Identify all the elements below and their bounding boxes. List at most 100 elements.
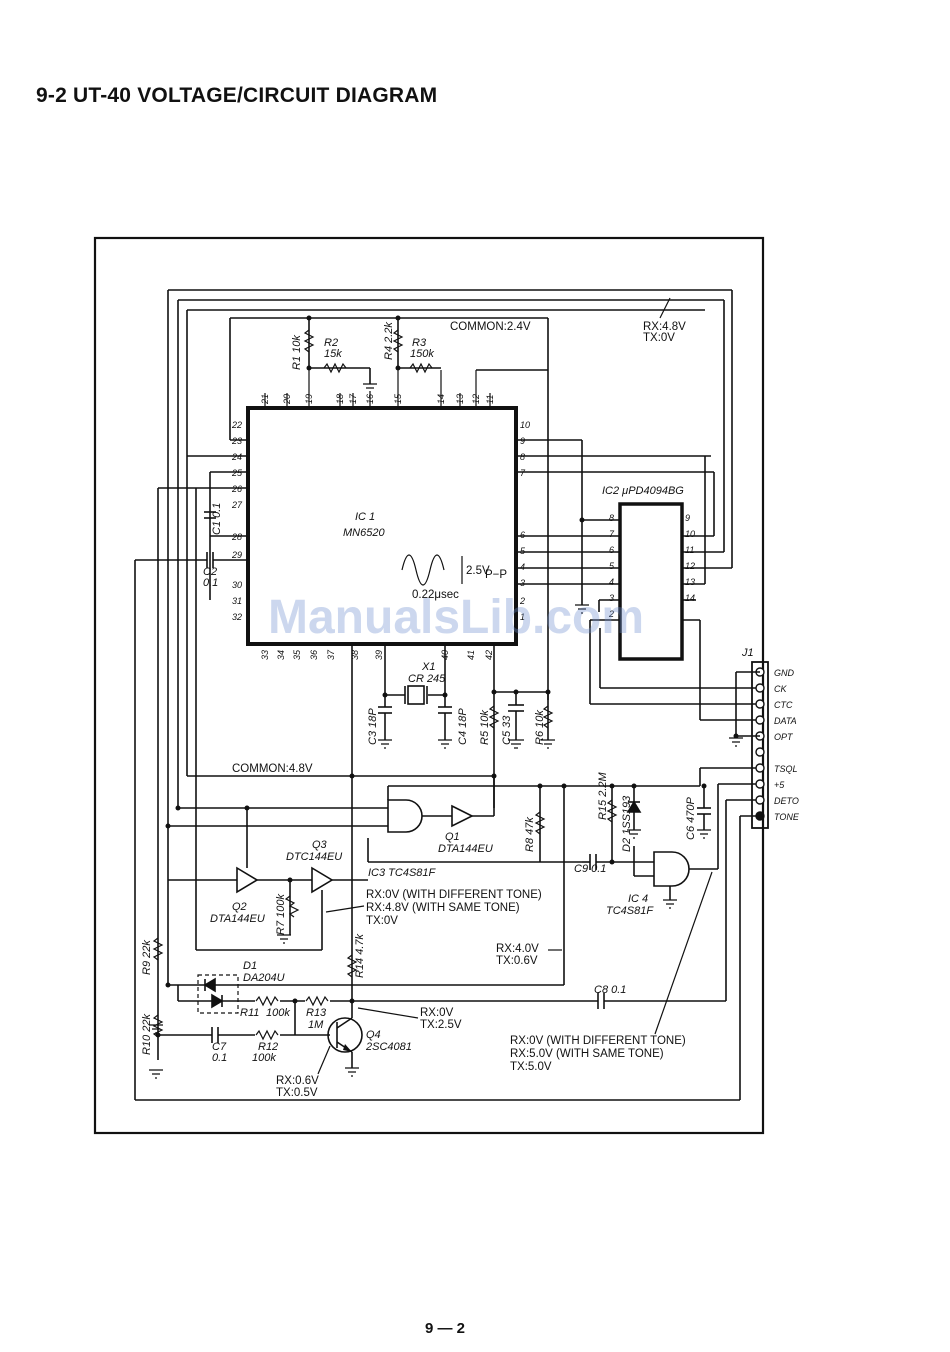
ic1-pin-label: 26 (231, 484, 242, 494)
ic3-rx-voltage: RX:4.0V (496, 943, 539, 955)
x1-label: X1 (421, 661, 435, 673)
r11-label: R11 (240, 1007, 259, 1019)
ic1-pin-label: 6 (520, 530, 525, 540)
d1-label: D1 (243, 960, 257, 972)
ic1-pin-label: 24 (231, 452, 242, 462)
j1-pin-terminal (755, 683, 765, 693)
ic3-tx-voltage: TX:0.6V (496, 955, 538, 967)
sine-waveform-icon (401, 554, 445, 586)
j1-pin-label: TSQL (774, 764, 798, 774)
c5-label: C5 33 (501, 715, 513, 745)
ic1-pin-label: 10 (520, 420, 530, 430)
ic1-pin-label: 7 (520, 468, 526, 478)
ic1-pin-label: 3 (520, 578, 525, 588)
j1-pin-terminal (755, 747, 765, 757)
c7-label: C7 (212, 1041, 227, 1053)
q2-label: Q2 (232, 901, 247, 913)
r11-value: 100k (266, 1007, 290, 1019)
ic2-pin-label: 6 (609, 545, 614, 555)
q2-buffer (236, 866, 259, 894)
ic1-pin-label: 22 (231, 420, 242, 430)
d1-value: DA204U (243, 972, 285, 984)
tone-voltage-line2: RX:5.0V (WITH SAME TONE) (510, 1048, 664, 1060)
ic2-pin-label: 3 (609, 593, 614, 603)
ic2-pin-label: 12 (685, 561, 695, 571)
junction-dots (155, 315, 739, 1038)
tone-voltage-line1: RX:0V (WITH DIFFERENT TONE) (510, 1035, 686, 1047)
ic4-ref: IC 4 (628, 893, 648, 905)
ic1-pin-label: 2 (519, 596, 525, 606)
r2-resistor (323, 362, 347, 374)
q1-label: Q1 (445, 831, 460, 843)
ic1-pin-label: 39 (374, 650, 384, 660)
c9-label: C9 0.1 (574, 863, 606, 875)
q4-collector-rx: RX:0V (420, 1007, 454, 1019)
waveform-period: 0.22μsec (412, 589, 459, 601)
ic1-pin-label: 35 (292, 649, 302, 660)
ic2-pin-label: 14 (685, 593, 695, 603)
j1-pin-label: TONE (774, 812, 800, 822)
c3-label: C3 18P (367, 708, 379, 745)
j1-pin-terminal (755, 763, 765, 773)
common-48v-label: COMMON:4.8V (232, 763, 313, 775)
q2-value: DTA144EU (210, 913, 265, 925)
ic2-pin-label: 7 (609, 529, 615, 539)
q4-value: 2SC4081 (365, 1041, 412, 1053)
ic1-pin-label: 4 (520, 562, 525, 572)
r12-label: R12 (258, 1041, 278, 1053)
r14-label: R14 4.7k (354, 933, 366, 978)
ic1-pin-label: 32 (232, 612, 242, 622)
j1-pin-label: GND (774, 668, 795, 678)
tone-voltage-line3: TX:5.0V (510, 1061, 552, 1073)
q3-voltage-line3: TX:0V (366, 915, 398, 927)
r15-label: R15 2.2M (597, 771, 609, 820)
c7-value: 0.1 (212, 1052, 227, 1064)
x1-value: CR 245 (408, 673, 446, 685)
ic1-pin-label: 30 (232, 580, 242, 590)
ic1-pin-label: 23 (231, 436, 242, 446)
j1-pin-label: DETO (774, 796, 799, 806)
r13-label: R13 (306, 1007, 327, 1019)
ic2-rx-voltage: RX:4.8V (643, 321, 686, 333)
ic1-pin-label: 34 (276, 650, 286, 660)
ic2-pin-label: 9 (685, 513, 690, 523)
r7-label: R7 100k (275, 894, 287, 935)
ic1-pin-label: 8 (520, 452, 525, 462)
ic3-and-gate (387, 799, 423, 833)
d2-label: D2 1SS193 (621, 795, 633, 852)
ic1-pin-label: 36 (309, 650, 319, 660)
r13-value: 1M (308, 1019, 324, 1031)
j1-pin-terminal (755, 811, 765, 821)
r6-label: R6 10k (534, 710, 546, 745)
ic1-part: MN6520 (343, 527, 385, 539)
ic1-pin-label: 29 (231, 550, 242, 560)
j1-pin-terminal (755, 779, 765, 789)
page-number: 9 — 2 (425, 1320, 466, 1337)
r5-label: R5 10k (479, 710, 491, 745)
r3-label: R3 (412, 337, 427, 349)
c6-label: C6 470P (685, 797, 697, 840)
ic1-pin-label: 38 (350, 650, 360, 660)
j1-pin-label: OPT (774, 732, 794, 742)
c2-label: C2 (203, 566, 217, 578)
ic1-pin-label: 5 (520, 546, 526, 556)
ic1-pin-label: 31 (232, 596, 242, 606)
j1-label: J1 (741, 647, 754, 659)
r3-resistor (409, 362, 433, 374)
j1-pin-label: +5 (774, 780, 785, 790)
q3-voltage-line1: RX:0V (WITH DIFFERENT TONE) (366, 889, 542, 901)
common-24v-label: COMMON:2.4V (450, 321, 531, 333)
j1-pin-terminal (755, 795, 765, 805)
j1-pin-terminal (755, 715, 765, 725)
q3-buffer (311, 866, 334, 894)
ic1-pin-label: 33 (260, 650, 270, 660)
q3-voltage-line2: RX:4.8V (WITH SAME TONE) (366, 902, 520, 914)
ic2-tx-voltage: TX:0V (643, 332, 675, 344)
ic1-pin-label: 27 (231, 500, 243, 510)
q1-buffer (451, 804, 474, 828)
q4-label: Q4 (366, 1029, 381, 1041)
